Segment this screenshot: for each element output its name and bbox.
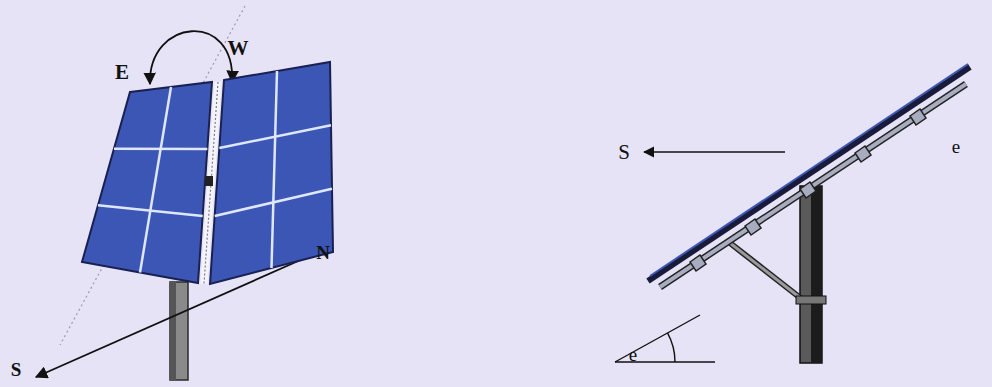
rail-face (660, 84, 966, 287)
axis-strip (204, 82, 218, 284)
panel-surface (650, 64, 968, 276)
brace-clamp (796, 296, 826, 304)
direction-label: S (618, 142, 630, 163)
south-arrow (644, 151, 785, 153)
pivot (205, 176, 213, 186)
axis-strip-dots (204, 82, 218, 284)
direction-label: E (115, 62, 129, 83)
direction-label: e (629, 345, 637, 364)
direction-label: e (952, 137, 960, 156)
direction-label: W (228, 38, 249, 59)
rotation-arrow (150, 31, 232, 84)
side-pole-shade (811, 186, 822, 363)
side-pole (800, 186, 822, 363)
right-panel (210, 62, 333, 284)
brace (730, 243, 803, 300)
pole (170, 282, 188, 380)
left-panel (82, 82, 212, 283)
brace-face (730, 243, 803, 300)
angle-arc (668, 333, 676, 362)
direction-label: N (316, 243, 330, 262)
direction-label: S (11, 360, 22, 379)
pole-shade (170, 282, 176, 380)
panel-edge (648, 67, 970, 281)
rail (660, 84, 966, 287)
brackets (690, 109, 926, 271)
angle-side (615, 315, 700, 362)
